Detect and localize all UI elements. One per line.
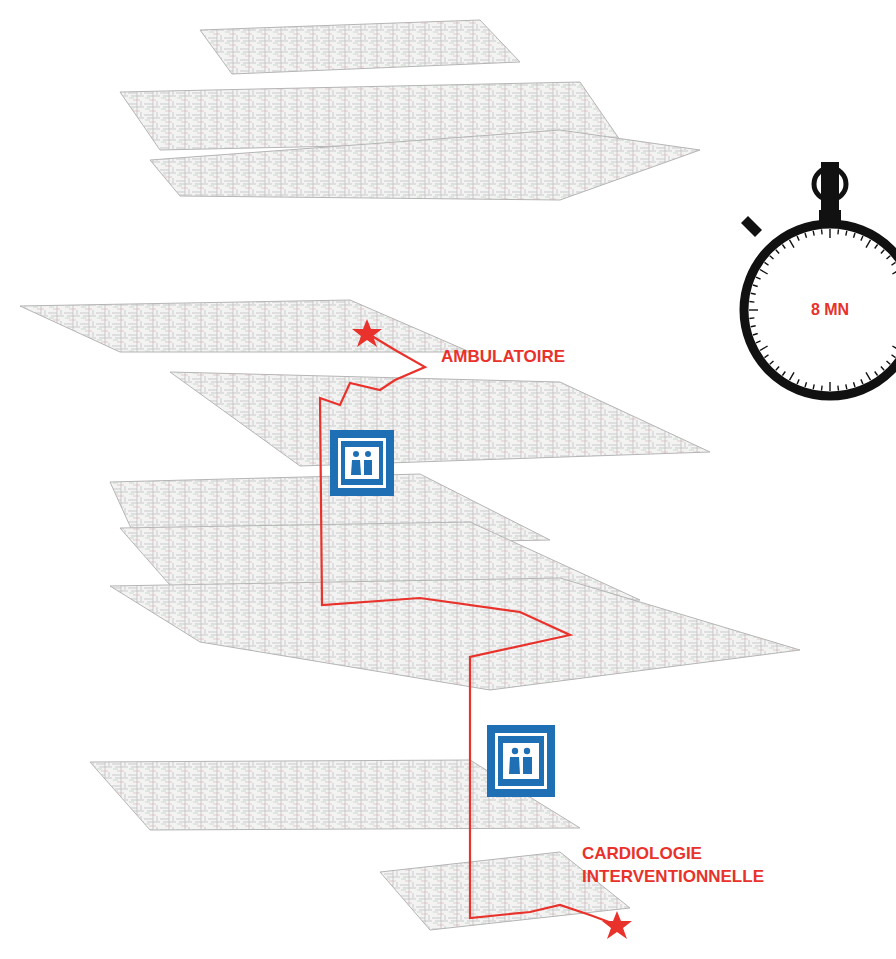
elevator-icon (487, 725, 555, 797)
stopwatch-outline (735, 140, 896, 430)
floor-plate (150, 130, 700, 200)
department-label: CARDIOLOGIE INTERVENTIONNELLE (582, 842, 782, 888)
floor-plates (20, 20, 800, 930)
floor-plate (170, 372, 710, 466)
floor-plate (200, 20, 520, 74)
floor-plate (380, 852, 630, 930)
floor-plate (20, 300, 470, 352)
route-path (320, 333, 617, 925)
floor-plate (110, 578, 800, 690)
end-star (602, 911, 632, 939)
stopwatch: 8 MN (735, 140, 896, 430)
elevator-icon (330, 430, 394, 496)
department-label: AMBULATOIRE (441, 345, 601, 368)
duration-text: 8 MN (811, 301, 849, 319)
start-star (352, 319, 382, 347)
